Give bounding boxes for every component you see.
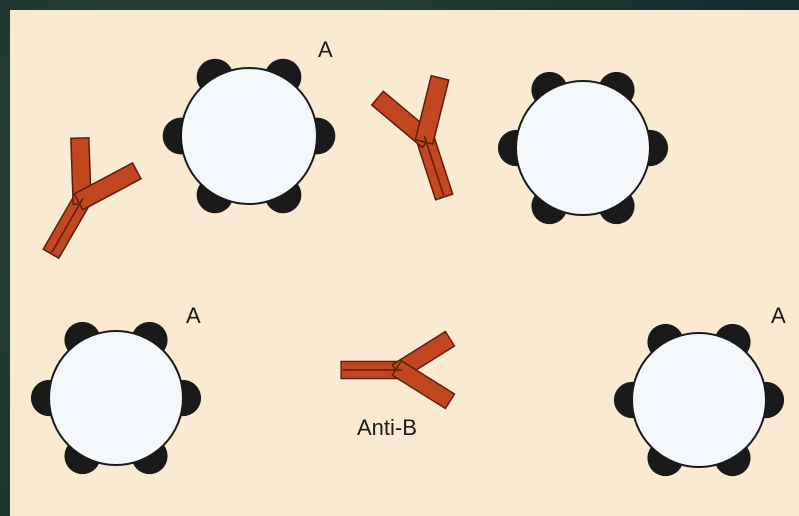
cell-body	[516, 81, 650, 215]
antibody-arm-right	[392, 361, 454, 409]
red-cell-bottom-left	[31, 322, 201, 474]
cell-body	[49, 331, 183, 465]
red-cell-top-right	[498, 72, 668, 224]
cell-body	[632, 333, 766, 467]
label-cell-a-top: A	[318, 37, 333, 62]
label-anti-b: Anti-B	[357, 415, 417, 440]
label-cell-a-right: A	[771, 303, 786, 328]
red-cell-top-left	[163, 59, 336, 213]
antibody-anti-b	[341, 332, 454, 409]
antibody-left	[16, 130, 146, 274]
cell-body	[181, 68, 317, 204]
label-cell-a-left: A	[186, 303, 201, 328]
antibody-middle	[369, 71, 483, 210]
antibody-arm-right	[415, 76, 448, 144]
red-cell-bottom-right	[614, 324, 784, 476]
